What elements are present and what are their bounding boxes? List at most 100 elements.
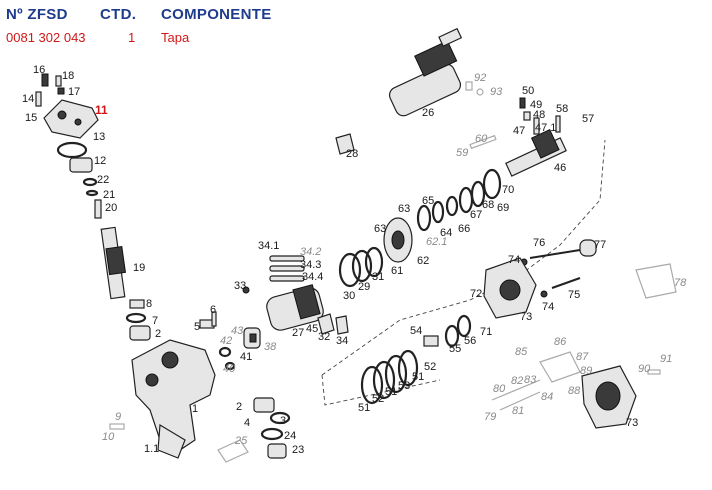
label-63b: 63 — [398, 203, 410, 215]
bolt-75 — [551, 277, 581, 289]
label-10: 10 — [102, 431, 115, 443]
label-69: 69 — [497, 202, 509, 214]
label-29: 29 — [358, 281, 370, 293]
pin-6 — [211, 311, 217, 327]
block-78 — [635, 263, 677, 299]
label-78: 78 — [674, 277, 687, 289]
seal-8 — [129, 299, 145, 309]
label-51a: 51 — [412, 371, 424, 383]
label-61: 61 — [391, 265, 403, 277]
rod-76 — [529, 249, 581, 259]
valve-body-26 — [388, 27, 463, 117]
stud-9-10 — [109, 423, 125, 430]
label-26: 26 — [422, 107, 434, 119]
label-86: 86 — [554, 336, 567, 348]
label-40: 40 — [223, 363, 236, 375]
label-54: 54 — [410, 325, 422, 337]
label-16: 16 — [33, 64, 45, 76]
label-51c: 51 — [358, 402, 370, 414]
small-parts-47-50 — [519, 97, 561, 135]
label-53: 53 — [398, 380, 410, 392]
bracket-1-1 — [157, 423, 186, 459]
label-64: 64 — [440, 227, 452, 239]
row-qty: 1 — [128, 30, 136, 45]
clip-28 — [335, 133, 355, 155]
label-87: 87 — [576, 351, 589, 363]
label-72: 72 — [470, 288, 482, 300]
label-67: 67 — [470, 209, 482, 221]
steering-housing-1[interactable] — [131, 339, 216, 451]
label-38: 38 — [264, 341, 277, 353]
label-18: 18 — [62, 70, 74, 82]
seal-77 — [579, 239, 597, 257]
bolt-90-91 — [647, 369, 661, 375]
label-30: 30 — [343, 290, 355, 302]
label-4: 4 — [244, 417, 250, 429]
label-5: 5 — [194, 321, 200, 333]
label-17: 17 — [68, 86, 80, 98]
label-1: 1 — [192, 403, 198, 415]
valve-housing-72-73 — [483, 257, 537, 319]
sleeve-54-56 — [423, 314, 472, 348]
label-19: 19 — [133, 262, 145, 274]
label-62-1: 62.1 — [426, 236, 447, 248]
label-92: 92 — [474, 72, 486, 84]
label-85: 85 — [515, 346, 528, 358]
label-79: 79 — [484, 411, 496, 423]
bearing-23 — [267, 443, 287, 459]
label-47-1: 47.1 — [535, 122, 556, 134]
label-90: 90 — [638, 363, 651, 375]
piston-27 — [266, 284, 324, 331]
ring-21 — [85, 189, 99, 197]
label-75: 75 — [568, 289, 580, 301]
label-32: 32 — [318, 331, 330, 343]
label-48: 48 — [533, 109, 545, 121]
label-43: 43 — [231, 325, 244, 337]
label-23: 23 — [292, 444, 304, 456]
row-part-number[interactable]: 0081 302 043 — [6, 30, 86, 45]
label-63a: 63 — [374, 223, 386, 235]
housing-73-lower — [581, 365, 637, 429]
cover-part-11[interactable] — [43, 99, 99, 139]
header-component: COMPONENTE — [161, 6, 272, 23]
label-55: 55 — [449, 343, 461, 355]
label-6: 6 — [210, 304, 216, 316]
label-12: 12 — [94, 155, 106, 167]
label-34-1: 34.1 — [258, 240, 279, 252]
label-50: 50 — [522, 85, 534, 97]
label-49: 49 — [530, 99, 542, 111]
label-74a: 74 — [508, 254, 520, 266]
part-92-93 — [465, 81, 484, 96]
washer-22 — [82, 177, 98, 187]
label-11[interactable]: 11 — [95, 103, 108, 117]
label-14: 14 — [22, 93, 34, 105]
label-34-3: 34.3 — [300, 259, 321, 271]
label-83: 83 — [524, 374, 537, 386]
rings-51-53 — [360, 349, 419, 405]
label-73a: 73 — [520, 311, 532, 323]
seal-ring-13 — [56, 141, 88, 159]
bolt-16 — [41, 73, 49, 87]
label-84: 84 — [541, 391, 553, 403]
label-13: 13 — [93, 131, 105, 143]
label-27: 27 — [292, 327, 304, 339]
bolt-14 — [35, 91, 42, 107]
label-20: 20 — [105, 202, 117, 214]
label-15: 15 — [25, 112, 37, 124]
label-42: 42 — [220, 335, 232, 347]
label-91: 91 — [660, 353, 672, 365]
label-82: 82 — [511, 375, 523, 387]
label-88: 88 — [568, 385, 581, 397]
label-73b: 73 — [626, 417, 638, 429]
label-22: 22 — [97, 174, 109, 186]
label-70: 70 — [502, 184, 514, 196]
label-58: 58 — [556, 103, 568, 115]
label-74b: 74 — [542, 301, 554, 313]
label-2a: 2 — [155, 328, 161, 340]
label-57: 57 — [582, 113, 594, 125]
label-51b: 51 — [385, 386, 397, 398]
balls-34-1 — [269, 255, 305, 282]
label-89: 89 — [580, 365, 592, 377]
label-52a: 52 — [424, 361, 436, 373]
row-component[interactable]: Tapa — [161, 30, 190, 45]
